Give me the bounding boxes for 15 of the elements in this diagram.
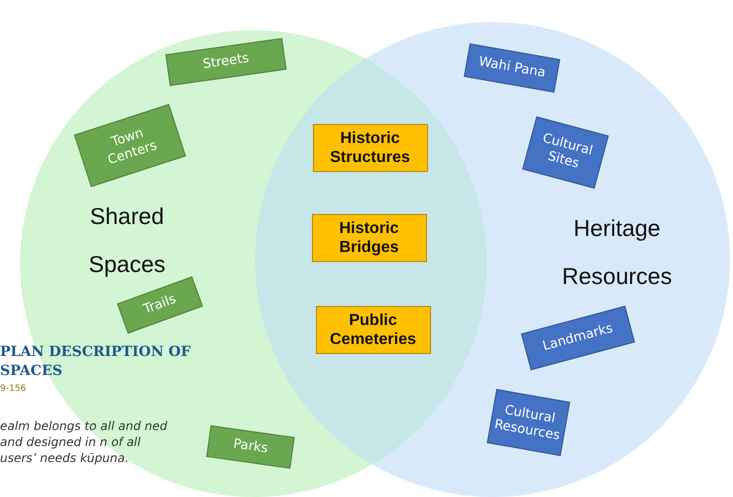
circle-heading: Shared Spaces (88, 202, 166, 279)
section-heading: PLAN DESCRIPTION OF SPACES (0, 343, 192, 381)
page-reference: 9-156 (0, 384, 26, 394)
category-tag: Streets (165, 38, 287, 86)
category-tag: Parks (206, 425, 294, 469)
category-tag: Cultural Resources (486, 388, 570, 456)
overlap-item-box: Historic Bridges (312, 214, 426, 262)
category-tag: Cultural Sites (522, 116, 608, 188)
overlap-item-box: Public Cemeteries (316, 306, 430, 354)
category-tag: Town Centers (74, 103, 186, 187)
category-tag: Wahi Pana (464, 43, 560, 93)
overlap-item-box: Historic Structures (312, 124, 428, 172)
circle-heading: Heritage Resources (561, 214, 673, 291)
description-paragraph: ealm belongs to all and ned and designed in n of all users’ needs kūpuna. (0, 418, 168, 466)
category-tag: Trails (116, 276, 204, 334)
